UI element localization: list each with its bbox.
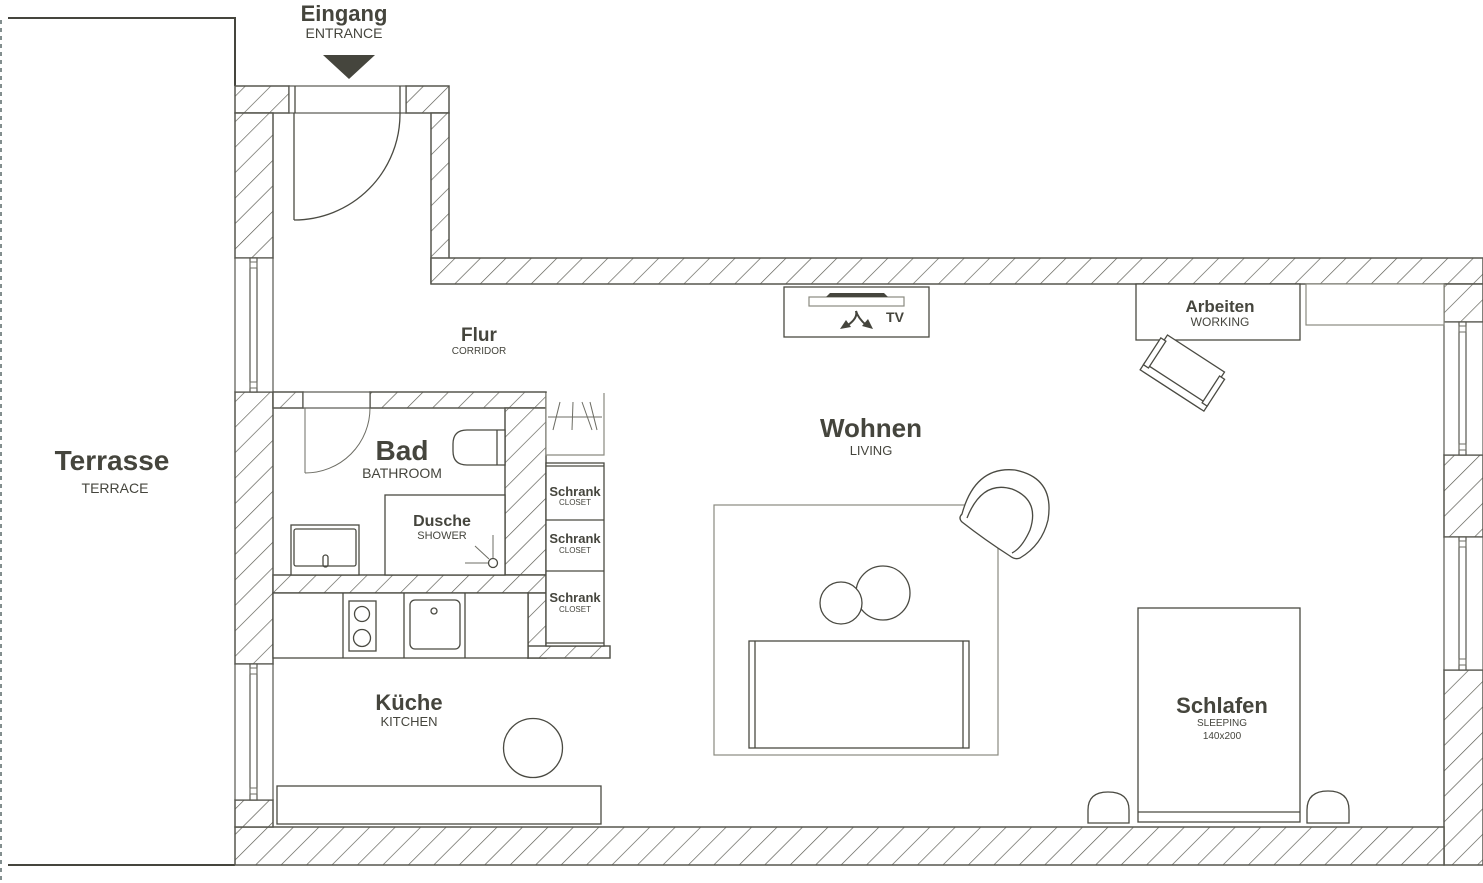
closet-1-sublabel: CLOSET [559, 498, 591, 507]
shower-label: Dusche [413, 513, 471, 530]
walls [234, 85, 1483, 866]
terrace-label: Terrasse [55, 445, 170, 476]
bed-size-label: 140x200 [1203, 731, 1242, 742]
kitchen-label: Küche [375, 690, 442, 715]
bed [1137, 607, 1301, 823]
closet-1-label: Schrank [549, 484, 601, 499]
tv-unit [783, 286, 930, 338]
kitchen-counter [272, 592, 529, 659]
window-right-upper [1443, 321, 1483, 456]
terrace-outline [8, 17, 236, 866]
working-sublabel: WORKING [1191, 315, 1250, 329]
shower-sublabel: SHOWER [417, 530, 467, 542]
working-label: Arbeiten [1186, 297, 1255, 316]
coffee-table-large [855, 565, 911, 621]
sofa [748, 640, 970, 749]
armchair [959, 469, 1050, 560]
tv-label: TV [886, 309, 905, 325]
wardrobe-rail [545, 393, 605, 456]
bathroom-sublabel: BATHROOM [362, 465, 442, 481]
sleeping-sublabel: SLEEPING [1197, 718, 1247, 729]
sleeping-label: Schlafen [1176, 693, 1268, 718]
swivel-arrows-icon [840, 310, 873, 329]
bathroom-label: Bad [376, 435, 429, 466]
living-label: Wohnen [820, 413, 922, 443]
terrace-sublabel: TERRACE [82, 480, 149, 496]
closet-2-label: Schrank [549, 531, 601, 546]
nightstand-right [1306, 790, 1350, 824]
bathroom-door[interactable] [302, 391, 371, 474]
window-right-lower [1443, 536, 1483, 671]
cooktop [348, 600, 377, 652]
kitchen-sublabel: KITCHEN [380, 714, 437, 729]
shower-tray [384, 494, 506, 576]
kitchen-table [502, 717, 564, 779]
shelf [1305, 283, 1445, 326]
entrance-label: Eingang [301, 1, 388, 26]
corridor-sublabel: CORRIDOR [452, 346, 506, 357]
living-sublabel: LIVING [850, 443, 893, 458]
coffee-table-small [819, 581, 863, 625]
closets [545, 462, 605, 647]
kitchen-bench [276, 785, 602, 825]
washbasin [290, 524, 360, 576]
toilet [452, 429, 506, 466]
entrance-arrow-icon [323, 55, 375, 79]
kitchen-sink [409, 599, 461, 650]
corridor-label: Flur [461, 325, 497, 346]
desk-chair [1139, 334, 1226, 413]
closet-3-label: Schrank [549, 590, 601, 605]
nightstand-left [1087, 791, 1130, 824]
entrance-door[interactable] [288, 85, 407, 221]
desk [1135, 283, 1301, 341]
closet-2-sublabel: CLOSET [559, 546, 591, 555]
closet-3-sublabel: CLOSET [559, 605, 591, 614]
window-kitchen [234, 663, 274, 801]
entrance-sublabel: ENTRANCE [305, 25, 382, 41]
window-corridor [234, 257, 274, 393]
